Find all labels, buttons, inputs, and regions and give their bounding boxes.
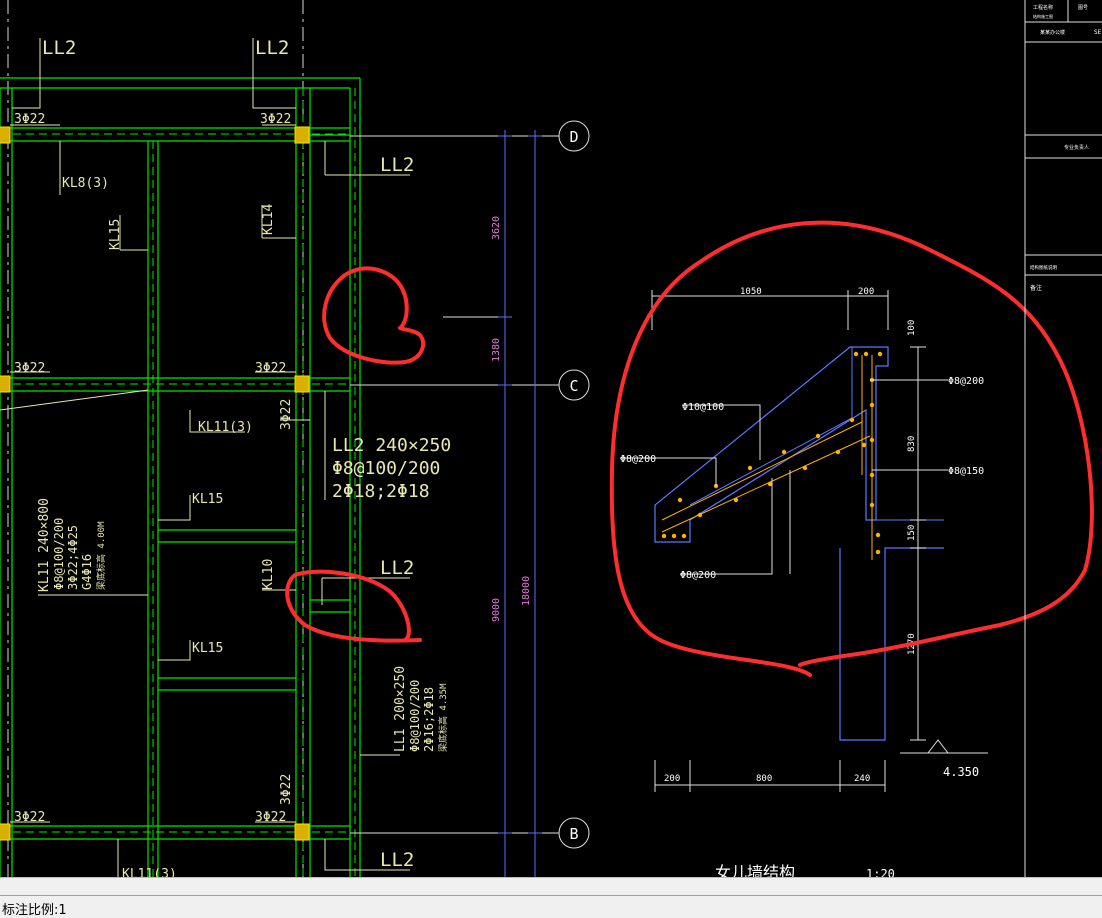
dim-9000: 9000 xyxy=(491,598,502,622)
kl11-note: KL11 240×800 Φ8@100/200 3Φ22;4Φ25 G4Φ16 … xyxy=(37,498,107,592)
detail-title: 女儿墙结构 xyxy=(715,863,795,877)
beam-label-ll2-top-right: LL2 xyxy=(255,37,289,59)
red-annotations xyxy=(285,220,1094,677)
status-text: 标注比例:1 xyxy=(2,903,67,918)
ll1-note-line2: Φ8@100/200 xyxy=(408,680,422,752)
beam-label-ll2-mid: LL2 xyxy=(380,557,414,579)
titleblock-t2: 某某办公楼 xyxy=(1040,29,1065,36)
status-bar: 标注比例:1 xyxy=(0,895,1102,918)
rebar-label-vertical-1: 3Φ22 xyxy=(279,399,294,430)
ll1-note-line1: LL1 200×250 xyxy=(393,666,408,752)
dim-right-830: 830 xyxy=(907,436,917,452)
dim-top-200: 200 xyxy=(858,287,874,297)
rebar-label-5: 3Φ22 xyxy=(14,810,45,825)
titleblock-t8: 备注 xyxy=(1030,284,1042,292)
rebar-dash-lines xyxy=(0,88,356,877)
columns xyxy=(0,126,310,841)
dim-18000: 18000 xyxy=(521,576,532,606)
ll2-note-line2: Φ8@100/200 xyxy=(332,458,440,479)
cad-drawing-canvas[interactable]: D C B 3620 1380 9000 18000 LL2 LL2 3Φ22 … xyxy=(0,0,1102,895)
structural-grid xyxy=(0,77,361,877)
command-strip[interactable] xyxy=(0,877,1102,896)
detail-scale: 1:20 xyxy=(866,867,895,877)
label-phi8-200-a: Φ8@200 xyxy=(620,454,656,465)
beam-label-kl15-2: KL15 xyxy=(192,641,223,656)
ll1-note-line4: 梁底标高 4.35M xyxy=(437,683,449,752)
dim-right-100: 100 xyxy=(907,320,917,336)
titleblock-t7: 结构图纸说明 xyxy=(1030,264,1057,271)
titleblock-t4: SE xyxy=(1094,29,1102,36)
ll2-note-line3: 2Φ18;2Φ18 xyxy=(332,481,430,502)
ll1-note-line3: 2Φ16;2Φ18 xyxy=(422,687,436,752)
rebar-dots xyxy=(661,351,883,555)
title-block xyxy=(1024,0,1102,877)
rebar-label-3: 3Φ22 xyxy=(14,361,45,376)
beam-label-ll2-b: LL2 xyxy=(380,849,414,871)
grid-bubble-b[interactable]: B xyxy=(558,817,590,849)
beam-label-kl15-1: KL15 xyxy=(192,492,223,507)
red-circle-small-top xyxy=(322,266,426,365)
rebar-label-vertical-2: 3Φ22 xyxy=(279,774,294,805)
ll2-note-line1: LL2 240×250 xyxy=(332,435,451,456)
grid-label-d: D xyxy=(569,128,578,146)
dim-3620: 3620 xyxy=(491,216,502,240)
kl11-note-line5: 梁底标高 4.00M xyxy=(95,521,107,590)
beam-label-ll2-top-left: LL2 xyxy=(42,37,76,59)
titleblock-t5: 结构施工图 xyxy=(1033,13,1053,19)
kl11-note-line3: 3Φ22;4Φ25 xyxy=(66,525,80,590)
grid-label-c: C xyxy=(569,377,578,395)
rebar-label-6: 3Φ22 xyxy=(255,810,286,825)
red-circle-large xyxy=(609,220,1094,677)
beam-label-kl14: KL14 xyxy=(261,204,276,235)
titleblock-t3: 图号 xyxy=(1078,5,1088,11)
kl11-note-line2: Φ8@100/200 xyxy=(52,518,66,590)
beam-label-kl15-vertical: KL15 xyxy=(108,219,123,250)
dim-top-1050: 1050 xyxy=(740,287,762,297)
red-circle-small-mid xyxy=(285,569,422,643)
dim-bottom-800: 800 xyxy=(756,774,772,784)
ll1-note: LL1 200×250 Φ8@100/200 2Φ16;2Φ18 梁底标高 4.… xyxy=(393,666,449,752)
grid-bubble-c[interactable]: C xyxy=(558,369,590,401)
grid-bubble-d[interactable]: D xyxy=(558,120,590,152)
rebar-label-1: 3Φ22 xyxy=(14,112,45,127)
beam-label-kl11-bottom: KL11(3) xyxy=(122,867,177,877)
grid-bubble-lines xyxy=(350,135,559,834)
beam-label-kl10: KL10 xyxy=(261,559,276,590)
dim-bottom-240: 240 xyxy=(854,774,870,784)
dim-bottom-200: 200 xyxy=(664,774,680,784)
titleblock-t1: 工程名称 xyxy=(1033,4,1053,11)
axis-lines xyxy=(7,0,304,877)
kl11-note-line1: KL11 240×800 xyxy=(37,498,52,592)
beam-label-kl11-3: KL11(3) xyxy=(198,420,253,435)
rebar-label-4: 3Φ22 xyxy=(255,361,286,376)
label-phi8-200-right: Φ8@200 xyxy=(948,376,984,387)
kl11-note-line4: G4Φ16 xyxy=(80,554,94,590)
dimension-lines xyxy=(498,130,542,877)
beam-label-ll2-d: LL2 xyxy=(380,154,414,176)
label-phi10-100: Φ10@100 xyxy=(682,402,724,413)
label-phi8-200-b: Φ8@200 xyxy=(680,570,716,581)
titleblock-t6: 专业负责人 xyxy=(1064,144,1089,151)
rebar-label-2: 3Φ22 xyxy=(260,112,291,127)
parapet-section: 1050 200 100 830 150 1270 200 800 240 4.… xyxy=(620,287,988,877)
leader-lines xyxy=(0,38,410,877)
beam-label-kl8: KL8(3) xyxy=(62,176,109,191)
dim-right-150: 150 xyxy=(907,525,917,541)
elevation-4350: 4.350 xyxy=(943,765,979,779)
grid-label-b: B xyxy=(569,825,578,843)
label-phi8-150: Φ8@150 xyxy=(948,466,984,477)
dim-1380: 1380 xyxy=(491,338,502,362)
